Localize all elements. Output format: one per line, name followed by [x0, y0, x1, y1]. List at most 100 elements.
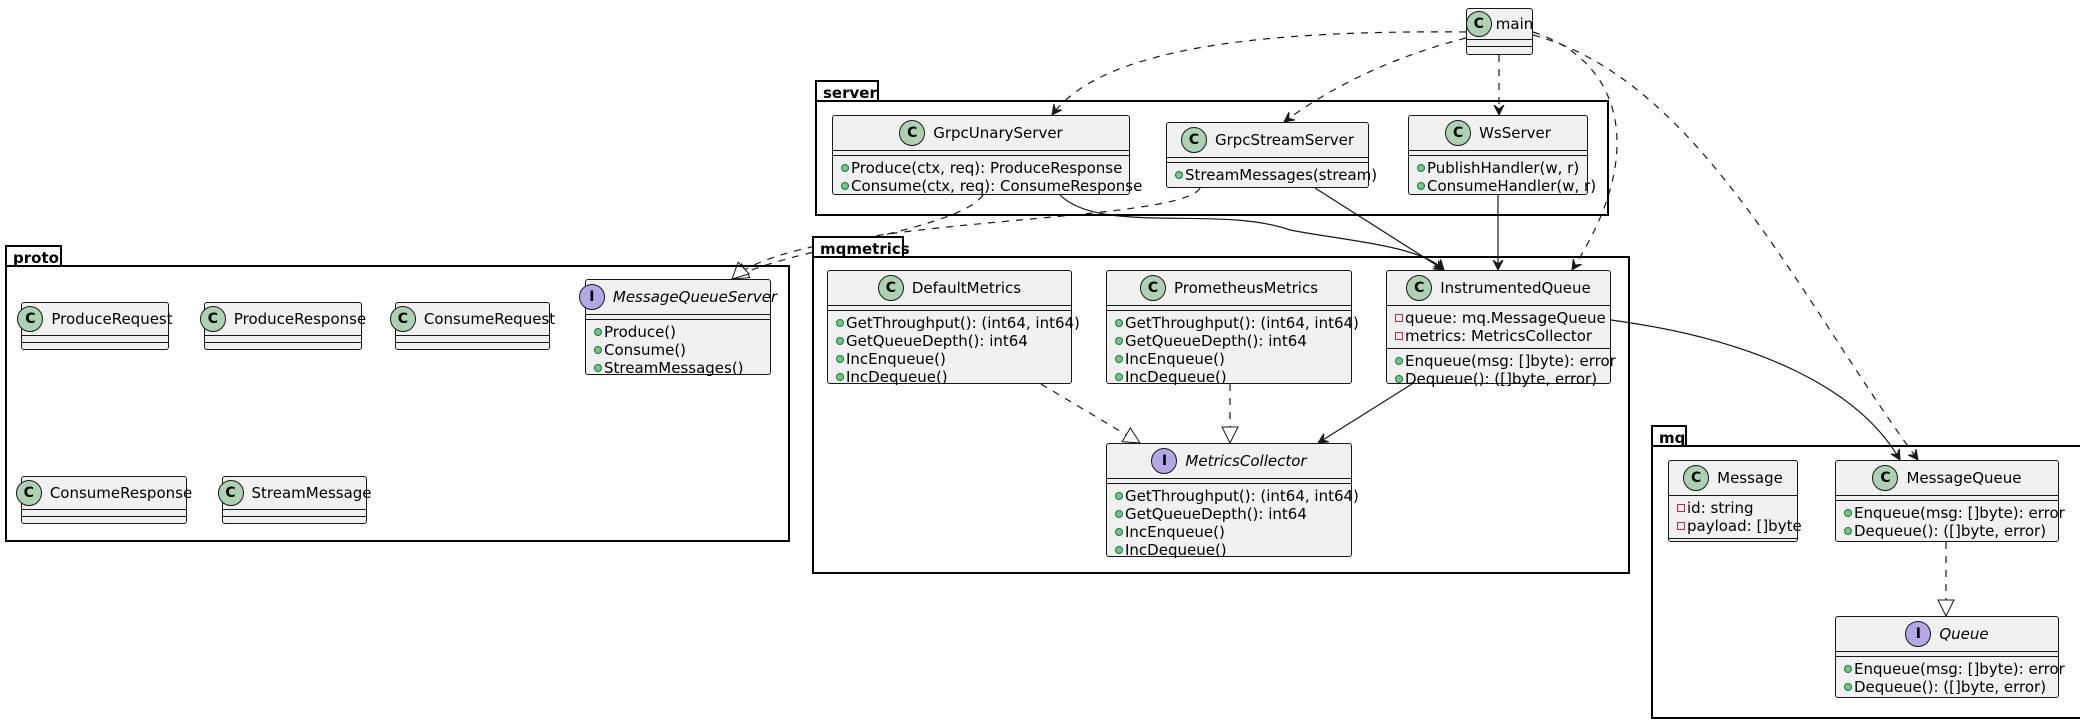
relation-assoc-instrqueue-messagequeue	[1610, 319, 1900, 460]
class-main[interactable]: C main	[1465, 8, 1534, 55]
class-methods: Enqueue(msg: []byte): error Dequeue(): (…	[1836, 501, 2065, 543]
class-methods	[1467, 47, 1532, 55]
class-fields: queue: mq.MessageQueue metrics: MetricsC…	[1387, 306, 1610, 349]
method-row: GetThroughput(): (int64, int64)	[834, 314, 1080, 332]
method-row: Dequeue(): ([]byte, error)	[1842, 678, 2052, 696]
class-header: C main	[1465, 9, 1534, 40]
class-header: C GrpcStreamServer	[1167, 123, 1368, 158]
method-row: Produce(ctx, req): ProduceResponse	[839, 159, 1123, 177]
class-name: Queue	[1939, 625, 1989, 643]
class-header: C DefaultMetrics	[828, 271, 1071, 306]
method-text: IncDequeue()	[1125, 541, 1227, 559]
package-proto	[5, 265, 790, 542]
class-name: WsServer	[1479, 124, 1551, 142]
method-text: ConsumeHandler(w, r)	[1427, 177, 1597, 195]
class-grpc-stream-server[interactable]: C GrpcStreamServer StreamMessages(stream…	[1166, 122, 1377, 188]
class-icon: C	[1465, 11, 1492, 37]
class-icon: C	[899, 120, 926, 146]
method-text: PublishHandler(w, r)	[1427, 159, 1580, 177]
class-fields	[223, 510, 366, 517]
class-fields	[1836, 652, 2058, 657]
class-methods: StreamMessages(stream)	[1167, 163, 1377, 187]
method-row: IncEnqueue()	[1113, 523, 1345, 541]
method-text: Produce(ctx, req): ProduceResponse	[851, 159, 1123, 177]
interface-icon: I	[1905, 621, 1932, 647]
class-name: DefaultMetrics	[911, 279, 1022, 297]
class-methods: Enqueue(msg: []byte): error Dequeue(): (…	[1836, 657, 2065, 699]
method-text: StreamMessages(stream)	[1185, 166, 1378, 184]
interface-queue[interactable]: I Queue Enqueue(msg: []byte): error Dequ…	[1835, 616, 2065, 699]
class-methods: GetThroughput(): (int64, int64) GetQueue…	[828, 311, 1080, 389]
method-text: Enqueue(msg: []byte): error	[1854, 660, 2065, 678]
class-consume-request[interactable]: C ConsumeRequest	[389, 302, 555, 350]
class-header: C PrometheusMetrics	[1107, 271, 1351, 306]
class-fields	[1409, 151, 1587, 156]
class-methods: GetThroughput(): (int64, int64) GetQueue…	[1107, 311, 1359, 389]
class-icon: C	[17, 306, 44, 332]
class-stream-message[interactable]: C StreamMessage	[217, 476, 372, 524]
package-mq	[1651, 445, 2080, 719]
class-header: C GrpcUnaryServer	[833, 116, 1129, 151]
class-header: C Message	[1669, 461, 1797, 496]
relation-real-grpcunary-mqserver	[731, 194, 984, 280]
class-icon: C	[199, 306, 226, 332]
method-row: Consume(ctx, req): ConsumeResponse	[839, 177, 1142, 195]
method-row: GetQueueDepth(): int64	[1113, 332, 1345, 350]
field-row: payload: []byte	[1675, 517, 1802, 535]
method-row: IncEnqueue()	[1113, 350, 1345, 368]
class-icon: C	[1139, 275, 1166, 301]
class-header: C ProduceResponse	[199, 303, 366, 336]
relation-assoc-instrqueue-collector	[1318, 383, 1413, 443]
class-fields	[205, 336, 361, 343]
class-prometheus-metrics[interactable]: C PrometheusMetrics GetThroughput(): (in…	[1106, 270, 1359, 386]
method-row: IncDequeue()	[1113, 541, 1345, 559]
class-default-metrics[interactable]: C DefaultMetrics GetThroughput(): (int64…	[827, 270, 1080, 386]
relation-real-grpcstream-mqserver	[731, 187, 1201, 280]
method-text: GetQueueDepth(): int64	[1125, 505, 1307, 523]
class-fields	[1836, 496, 2058, 501]
class-header: C StreamMessage	[217, 477, 372, 510]
interface-message-queue-server[interactable]: I MessageQueueServer Produce() Consume()…	[578, 279, 777, 377]
field-row: id: string	[1675, 499, 1791, 517]
class-icon: C	[15, 480, 42, 506]
method-row: Enqueue(msg: []byte): error	[1842, 660, 2065, 678]
class-ws-server[interactable]: C WsServer PublishHandler(w, r) ConsumeH…	[1408, 115, 1596, 195]
field-text: metrics: MetricsCollector	[1405, 327, 1593, 345]
relation-dep-main-messagequeue	[1532, 34, 1918, 460]
class-name: GrpcStreamServer	[1214, 131, 1355, 149]
method-row: PublishHandler(w, r)	[1415, 159, 1581, 177]
class-icon: C	[1180, 127, 1207, 153]
class-consume-response[interactable]: C ConsumeResponse	[15, 476, 192, 524]
class-name: GrpcUnaryServer	[933, 124, 1063, 142]
class-name: ConsumeRequest	[423, 310, 556, 328]
class-methods: GetThroughput(): (int64, int64) GetQueue…	[1107, 484, 1359, 562]
field-row: metrics: MetricsCollector	[1393, 327, 1604, 345]
class-fields	[22, 336, 168, 343]
class-name: MessageQueueServer	[612, 288, 778, 306]
class-fields	[1167, 158, 1368, 163]
method-row: IncEnqueue()	[834, 350, 1065, 368]
class-methods	[22, 517, 186, 523]
class-icon: C	[1406, 275, 1433, 301]
class-name: StreamMessage	[251, 484, 372, 502]
class-name: main	[1495, 15, 1534, 33]
class-produce-request[interactable]: C ProduceRequest	[17, 302, 173, 350]
class-fields	[396, 336, 549, 343]
method-row: Consume()	[592, 341, 764, 359]
class-message-queue[interactable]: C MessageQueue Enqueue(msg: []byte): err…	[1835, 460, 2065, 543]
class-message[interactable]: C Message id: string payload: []byte	[1668, 460, 1802, 542]
class-methods: Enqueue(msg: []byte): error Dequeue(): (…	[1387, 349, 1616, 391]
class-grpc-unary-server[interactable]: C GrpcUnaryServer Produce(ctx, req): Pro…	[832, 115, 1142, 195]
class-name: MessageQueue	[1906, 469, 2022, 487]
method-text: GetThroughput(): (int64, int64)	[1125, 487, 1359, 505]
class-instrumented-queue[interactable]: C InstrumentedQueue queue: mq.MessageQue…	[1386, 270, 1616, 388]
class-icon: C	[217, 480, 244, 506]
method-row: StreamMessages(stream)	[1173, 166, 1377, 184]
class-icon: C	[1683, 465, 1710, 491]
class-name: PrometheusMetrics	[1173, 279, 1319, 297]
class-produce-response[interactable]: C ProduceResponse	[199, 302, 366, 350]
class-header: C WsServer	[1409, 116, 1587, 151]
field-text: id: string	[1687, 499, 1754, 517]
interface-metrics-collector[interactable]: I MetricsCollector GetThroughput(): (int…	[1106, 443, 1359, 559]
